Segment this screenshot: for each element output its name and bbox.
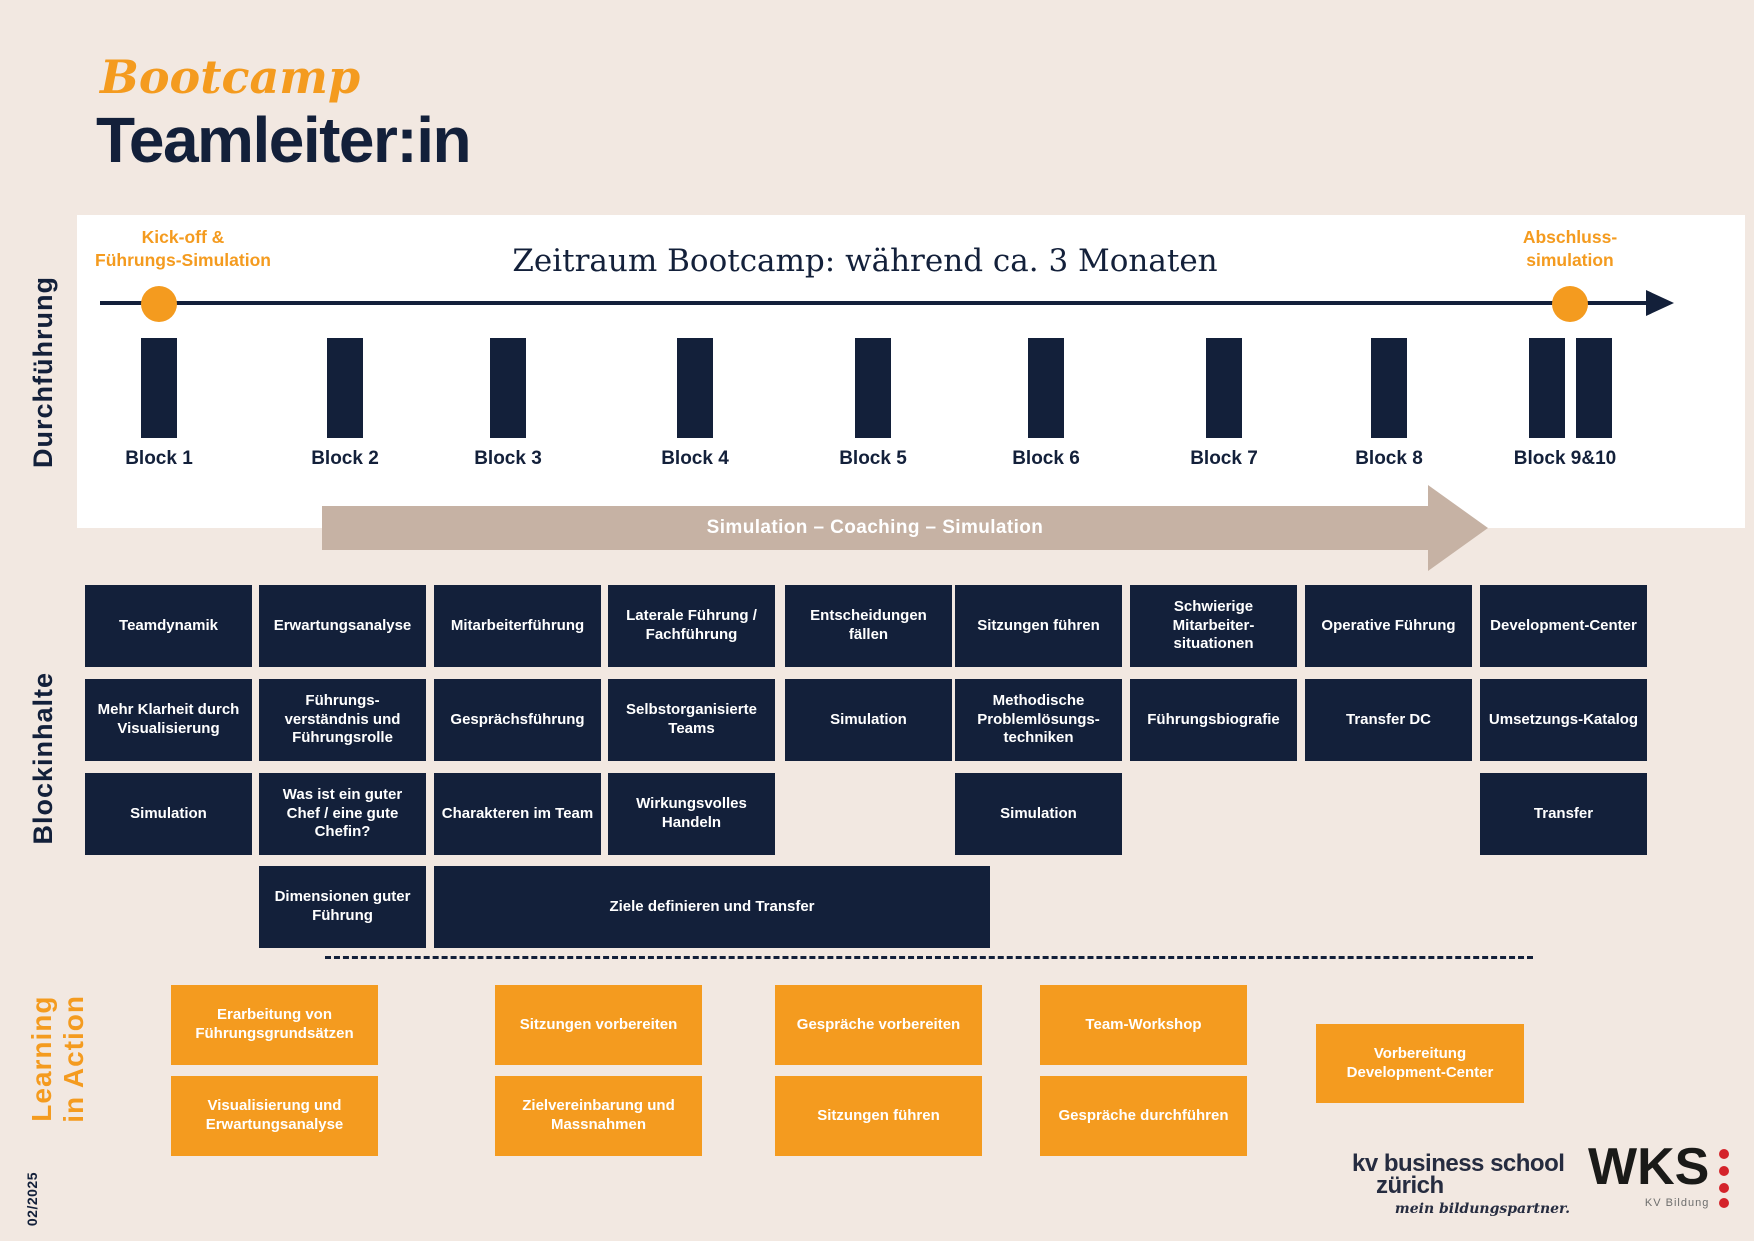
timeline-start-label: Kick-off & Führungs-Simulation: [95, 227, 271, 270]
blockinhalte-cell: Selbstorganisierte Teams: [608, 679, 775, 761]
blockinhalte-cell: Simulation: [785, 679, 952, 761]
learning-cell: Visualisierung und Erwartungsanalyse: [171, 1076, 378, 1156]
blockinhalte-cell: Operative Führung: [1305, 585, 1472, 667]
blockinhalte-cell: Sitzungen führen: [955, 585, 1122, 667]
milestone-dot-end: [1552, 286, 1588, 322]
block-bar: [141, 338, 177, 438]
blockinhalte-cell: Transfer: [1480, 773, 1647, 855]
wks-logo: WKS KV Bildung: [1588, 1138, 1730, 1209]
learning-cell-offset: Vorbereitung Development-Center: [1316, 1024, 1524, 1103]
learning-cell: Team-Workshop: [1040, 985, 1247, 1065]
block-label: Block 3: [474, 448, 542, 469]
blockinhalte-cell: Laterale Führung / Fachführung: [608, 585, 775, 667]
blockinhalte-cell: Entscheidungen fällen: [785, 585, 952, 667]
block-bar: [1206, 338, 1242, 438]
learning-cell: Sitzungen vorbereiten: [495, 985, 702, 1065]
timeline-end-label: Abschluss- simulation: [1522, 227, 1618, 270]
blockinhalte-cell-wide: Ziele definieren und Transfer: [434, 866, 990, 948]
block-bar: [855, 338, 891, 438]
learning-cell: Zielvereinbarung und Massnahmen: [495, 1076, 702, 1156]
rail-label-durchfuehrung: Durchführung: [28, 276, 58, 468]
block-bar: [1371, 338, 1407, 438]
block-bar: [1576, 338, 1612, 438]
blockinhalte-cell: Schwierige Mitarbeiter-situationen: [1130, 585, 1297, 667]
block-label: Block 6: [1012, 448, 1080, 469]
blockinhalte-cell: Gesprächsführung: [434, 679, 601, 761]
blockinhalte-cell: Dimensionen guter Führung: [259, 866, 426, 948]
block-label: Block 4: [661, 448, 729, 469]
block-label: Block 9&10: [1513, 448, 1617, 469]
block-bar: [677, 338, 713, 438]
learning-cell: Gespräche vorbereiten: [775, 985, 982, 1065]
timeline-arrowhead-icon: [1646, 290, 1674, 316]
page-title: Teamleiter:in: [96, 104, 472, 176]
blockinhalte-cell: Umsetzungs-Katalog: [1480, 679, 1647, 761]
block-label: Block 7: [1190, 448, 1258, 469]
kv-logo-tagline: mein bildungspartner.: [1394, 1201, 1570, 1218]
blockinhalte-cell: Führungs-verständnis und Führungsrolle: [259, 679, 426, 761]
blockinhalte-cell: Führungsbiografie: [1130, 679, 1297, 761]
section-divider: [325, 956, 1533, 959]
timeline-center-label: Zeitraum Bootcamp: während ca. 3 Monaten: [512, 243, 1218, 279]
learning-cell: Erarbeitung von Führungsgrundsätzen: [171, 985, 378, 1065]
blockinhalte-cell: Teamdynamik: [85, 585, 252, 667]
blockinhalte-cell: Mitarbeiterführung: [434, 585, 601, 667]
flow-arrow-head-icon: [1428, 485, 1488, 571]
kv-business-school-logo: kv business school zürich mein bildungsp…: [1352, 1150, 1570, 1218]
kv-logo-line2: zürich: [1376, 1172, 1444, 1199]
rail-label-blockinhalte: Blockinhalte: [28, 672, 58, 845]
blockinhalte-cell: Methodische Problemlösungs-techniken: [955, 679, 1122, 761]
block-label: Block 5: [839, 448, 907, 469]
wks-dot-icon: [1719, 1198, 1730, 1208]
edition-date: 02/2025: [24, 1172, 40, 1227]
block-bar: [490, 338, 526, 438]
rail-label-learning-in-action: Learning in Action: [26, 995, 90, 1123]
blockinhalte-cell: Was ist ein guter Chef / eine gute Chefi…: [259, 773, 426, 855]
blockinhalte-cell: Simulation: [955, 773, 1122, 855]
milestone-dot-start: [141, 286, 177, 322]
timeline-line: [100, 301, 1648, 305]
blockinhalte-cell: Transfer DC: [1305, 679, 1472, 761]
blockinhalte-cell: Simulation: [85, 773, 252, 855]
block-bar: [327, 338, 363, 438]
block-label: Block 8: [1355, 448, 1423, 469]
block-bar: [1529, 338, 1565, 438]
kv-logo-line1: kv business school: [1352, 1150, 1565, 1177]
title-kicker: Bootcamp: [100, 50, 361, 104]
wks-logo-text: WKS: [1588, 1138, 1710, 1196]
block-bar: [1028, 338, 1064, 438]
block-label: Block 2: [311, 448, 379, 469]
flow-arrow: Simulation – Coaching – Simulation: [322, 506, 1428, 550]
learning-cell: Gespräche durchführen: [1040, 1076, 1247, 1156]
blockinhalte-cell: Wirkungsvolles Handeln: [608, 773, 775, 855]
blockinhalte-cell: Mehr Klarheit durch Visualisierung: [85, 679, 252, 761]
block-label: Block 1: [125, 448, 193, 469]
blockinhalte-cell: Development-Center: [1480, 585, 1647, 667]
learning-cell: Sitzungen führen: [775, 1076, 982, 1156]
blockinhalte-cell: Charakteren im Team: [434, 773, 601, 855]
blockinhalte-cell: Erwartungsanalyse: [259, 585, 426, 667]
wks-dots-icon: [1719, 1144, 1730, 1193]
wks-logo-subtext: KV Bildung: [1644, 1197, 1710, 1209]
